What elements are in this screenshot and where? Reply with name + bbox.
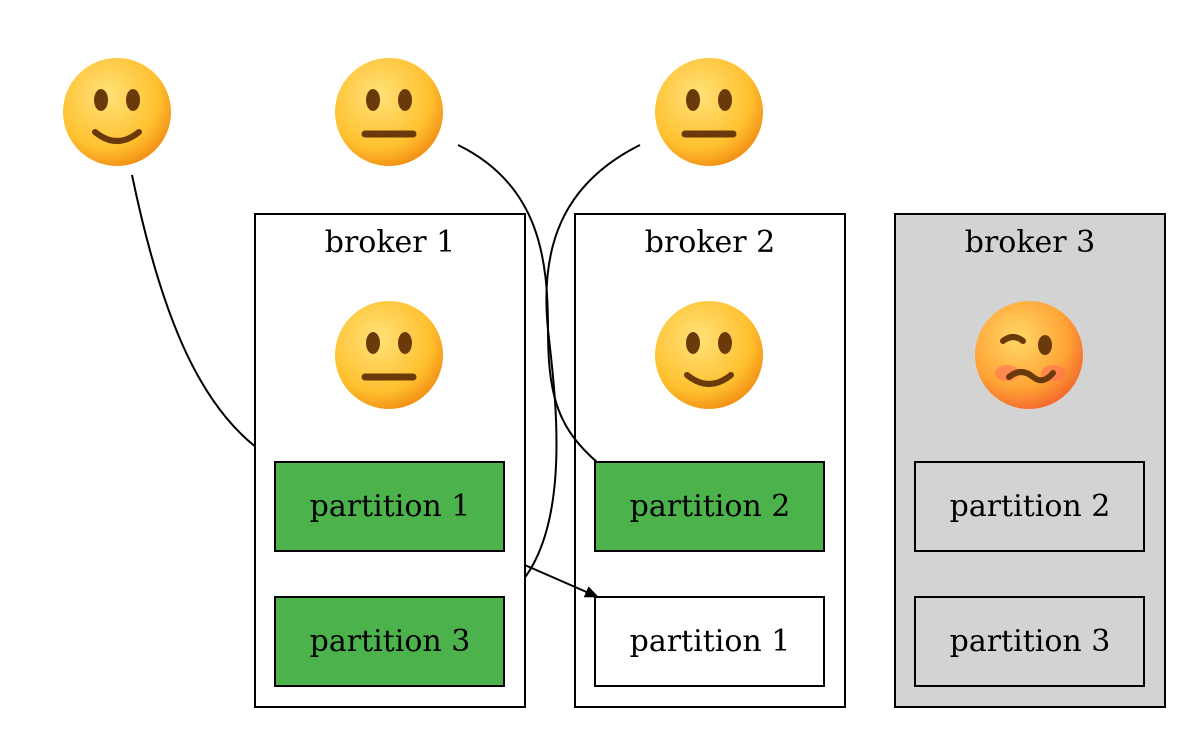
broker-1-partition-3: partition 3 <box>274 596 505 687</box>
partition-label: partition 2 <box>630 489 791 524</box>
client-3-neutral-face-icon <box>655 58 763 166</box>
partition-label: partition 2 <box>950 489 1111 524</box>
partition-label: partition 1 <box>310 489 471 524</box>
broker-1-title: broker 1 <box>325 225 456 260</box>
partition-box <box>594 596 825 687</box>
partition-box <box>274 461 505 552</box>
broker-3-title: broker 3 <box>965 225 1096 260</box>
clients <box>63 58 763 166</box>
broker-2-frame <box>574 213 846 708</box>
client-2-neutral-face-icon <box>335 58 443 166</box>
client-1-slightly-smiling-face-icon <box>63 58 171 166</box>
partition-box <box>594 461 825 552</box>
broker-2: broker 2 partition 2 partition 1 <box>574 213 846 708</box>
broker-1-neutral-face-icon <box>335 301 443 409</box>
edge-client1-to-broker1-partition1 <box>131 174 281 464</box>
broker-2-slightly-smiling-face-icon <box>655 301 763 409</box>
broker-2-title: broker 2 <box>645 225 776 260</box>
broker-1: broker 1 partition 1 partition 3 <box>254 213 526 708</box>
broker-1-partition-1: partition 1 <box>274 461 505 552</box>
broker-3-woozy-face-icon <box>975 301 1083 409</box>
edge-client3-to-broker1-partition3 <box>504 144 641 599</box>
partition-label: partition 3 <box>310 624 471 659</box>
partition-box <box>914 461 1145 552</box>
broker-3-partition-2: partition 2 <box>914 461 1145 552</box>
partition-box <box>914 596 1145 687</box>
partition-label: partition 3 <box>950 624 1111 659</box>
broker-2-partition-1: partition 1 <box>594 596 825 687</box>
broker-3: broker 3 partition 2 partition 3 <box>894 213 1166 708</box>
broker-3-partition-3: partition 3 <box>914 596 1145 687</box>
partition-box <box>274 596 505 687</box>
broker-2-partition-2: partition 2 <box>594 461 825 552</box>
partition-label: partition 1 <box>630 624 791 659</box>
